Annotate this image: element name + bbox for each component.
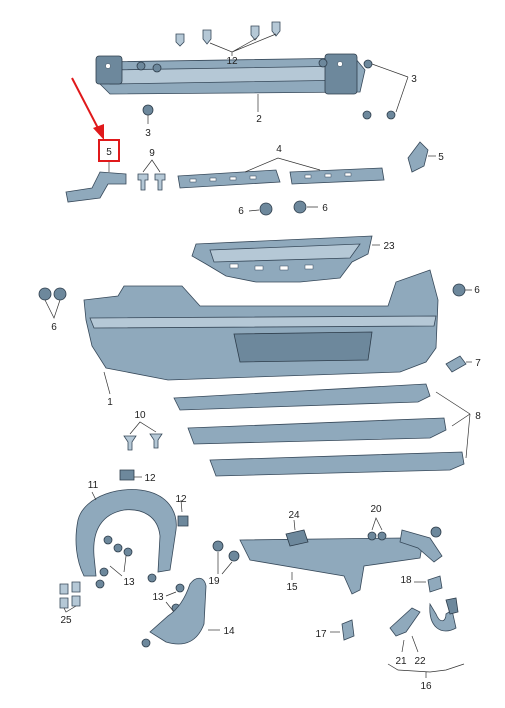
lbl-6-mid-right: 6	[322, 203, 328, 214]
lbl-16: 16	[420, 681, 432, 692]
lbl-6-left: 6	[51, 322, 57, 333]
trim-strip-group-8	[173, 383, 471, 477]
highlight-callout	[71, 77, 120, 162]
lbl-7: 7	[475, 358, 481, 369]
mud-flap-part-14	[141, 577, 220, 648]
lbl-13-b: 13	[152, 592, 164, 603]
lbl-4: 4	[276, 144, 282, 155]
bolt-group-19	[212, 526, 442, 575]
lbl-5-left: 5	[106, 147, 112, 158]
wheel-house-liner-part-11	[75, 489, 177, 577]
bumper-cover-part-1	[83, 269, 439, 395]
guide-rail-group-4	[177, 157, 385, 189]
lbl-22: 22	[414, 656, 426, 667]
lbl-11: 11	[88, 480, 99, 491]
guide-bracket-part-5-left	[65, 162, 127, 203]
clip-part-12-mid	[119, 469, 142, 481]
lbl-3-right: 3	[411, 74, 417, 85]
lbl-12-low: 12	[175, 494, 187, 505]
clip-group-6-middle	[248, 200, 318, 216]
lbl-8: 8	[475, 411, 481, 422]
lbl-23: 23	[383, 241, 395, 252]
screw-group-13	[95, 535, 185, 613]
lbl-20: 20	[370, 504, 382, 515]
lbl-5-right: 5	[438, 152, 444, 163]
lbl-2: 2	[256, 114, 262, 125]
lbl-6-mid-left: 6	[238, 206, 244, 217]
lbl-25: 25	[60, 615, 72, 626]
tow-hook-part-16	[387, 597, 465, 678]
clip-part-12-low	[177, 499, 189, 527]
lbl-3-left: 3	[145, 128, 151, 139]
lbl-9: 9	[149, 148, 155, 159]
bolt-group-9	[137, 159, 166, 191]
lbl-12-mid: 12	[144, 473, 156, 484]
tow-bracket-part-15	[239, 529, 443, 595]
lbl-21: 21	[395, 656, 407, 667]
clip-group-25	[59, 581, 81, 613]
lbl-12-top: 12	[226, 56, 238, 67]
guide-bracket-part-5-right	[407, 141, 436, 173]
clip-group-6-sides	[38, 283, 472, 319]
impact-bar-part-2	[95, 53, 366, 112]
bracket-part-24	[285, 519, 309, 547]
lbl-13-a: 13	[123, 577, 135, 588]
reflector-part-7	[445, 355, 472, 373]
lbl-14: 14	[223, 626, 235, 637]
lbl-18: 18	[400, 575, 412, 586]
lbl-10: 10	[134, 410, 146, 421]
clip-group-12-top	[175, 21, 281, 56]
plug-part-17	[330, 619, 355, 641]
lbl-24: 24	[288, 510, 300, 521]
screw-group-10	[123, 421, 163, 451]
lbl-17: 17	[315, 629, 327, 640]
cap-group-20	[367, 517, 387, 541]
callout-labels: 12 2 3 3 5 9 4 5 6 6 23 6 6 7 1 8 10 12 …	[51, 56, 481, 692]
lbl-1: 1	[107, 397, 113, 408]
lbl-15: 15	[286, 582, 298, 593]
highlight-box	[98, 139, 120, 162]
cap-part-18	[414, 575, 443, 593]
lbl-6-right: 6	[474, 285, 480, 296]
bolt-group-3	[136, 58, 409, 124]
lbl-19: 19	[208, 576, 220, 587]
reinforcement-part-23	[191, 235, 380, 283]
